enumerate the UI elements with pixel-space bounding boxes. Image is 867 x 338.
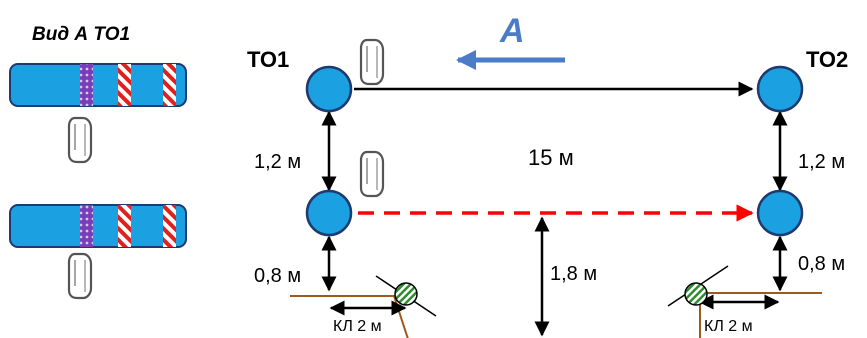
span-label: 15 м	[528, 145, 574, 170]
red-stripe-band	[163, 64, 176, 106]
left-bottom-label: 0,8 м	[254, 265, 301, 287]
to2-node	[756, 65, 804, 113]
rope-view-top	[9, 63, 187, 107]
direction-label: А	[499, 12, 525, 50]
right-vertical-label: 1,2 м	[798, 151, 845, 173]
to2-label: ТО2	[806, 47, 848, 72]
right-bottom-label: 0,8 м	[798, 253, 845, 275]
carabiner-icon	[359, 38, 385, 86]
carabiner-icon	[359, 150, 385, 198]
ground-profile	[290, 292, 822, 338]
rope-view-bottom	[9, 204, 187, 248]
carabiner-icon	[67, 252, 93, 300]
lower-left-node	[305, 189, 353, 237]
right-anchor-marker	[684, 282, 708, 306]
carabiner-icon	[67, 116, 93, 164]
middle-label: 1,8 м	[550, 263, 597, 285]
view-label: Вид А ТО1	[32, 24, 130, 45]
red-stripe-band	[118, 64, 131, 106]
to1-label: ТО1	[247, 47, 289, 72]
red-stripe-band	[118, 205, 131, 247]
lower-right-node	[756, 189, 804, 237]
purple-band	[80, 205, 93, 247]
right-kl-label: КЛ 2 м	[704, 318, 753, 335]
left-kl-label: КЛ 2 м	[333, 318, 382, 335]
left-anchor-marker	[394, 282, 418, 306]
purple-band	[80, 64, 93, 106]
to1-node	[305, 65, 353, 113]
red-stripe-band	[163, 205, 176, 247]
left-vertical-label: 1,2 м	[254, 151, 301, 173]
